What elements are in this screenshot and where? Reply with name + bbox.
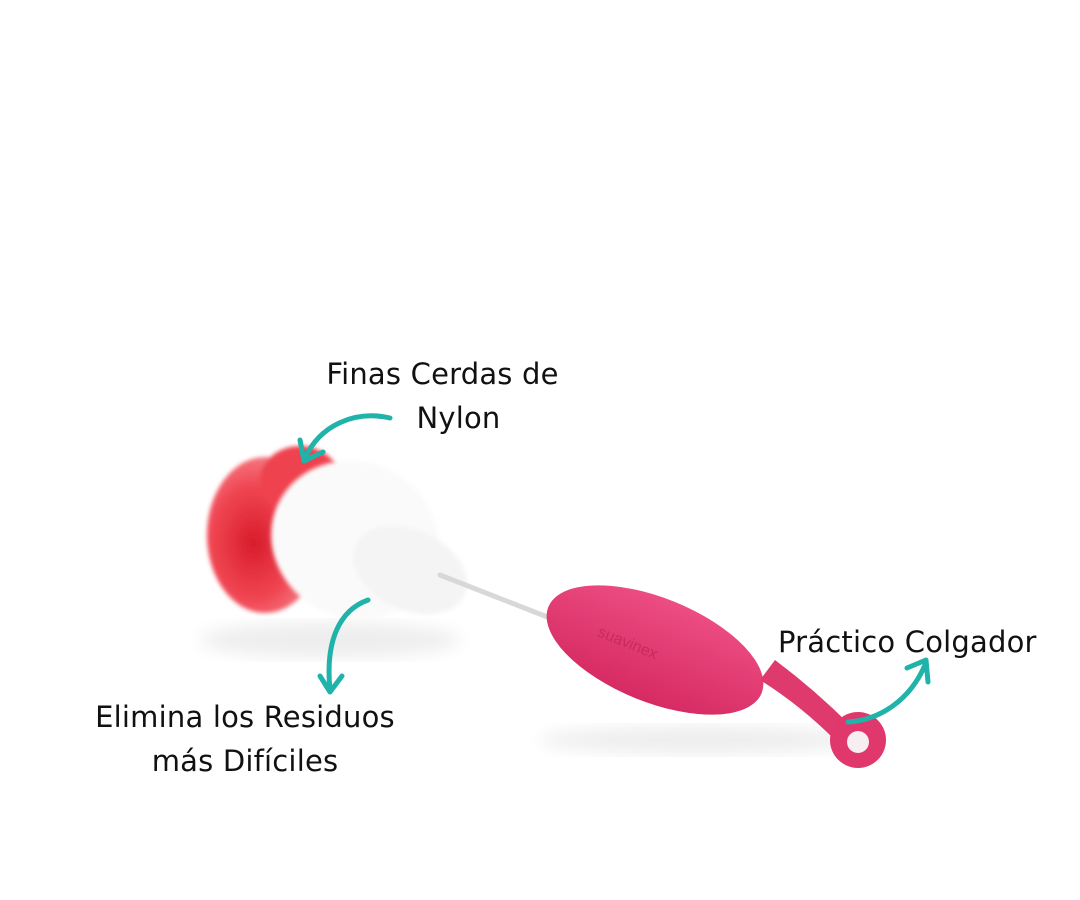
callout-residue: Elimina los Residuos más Difíciles: [70, 695, 420, 783]
handle: suavinex: [546, 585, 886, 768]
callout-bristles: Finas Cerdas de Nylon: [300, 352, 585, 440]
callout-residue-line2: más Difíciles: [151, 744, 339, 778]
callout-bristles-line2: Nylon: [416, 401, 501, 435]
arrow-bristles-icon: [302, 413, 393, 461]
callout-hanger: Práctico Colgador: [778, 620, 1078, 664]
callout-bristles-line1: Finas Cerdas de: [326, 357, 559, 391]
nylon-bristles: [271, 460, 467, 620]
arrow-hanger-icon: [845, 662, 928, 725]
callout-residue-line1: Elimina los Residuos: [95, 700, 395, 734]
wire-stem: [437, 572, 558, 623]
callout-hanger-line1: Práctico Colgador: [778, 625, 1037, 659]
arrow-residue-icon: [326, 597, 371, 693]
